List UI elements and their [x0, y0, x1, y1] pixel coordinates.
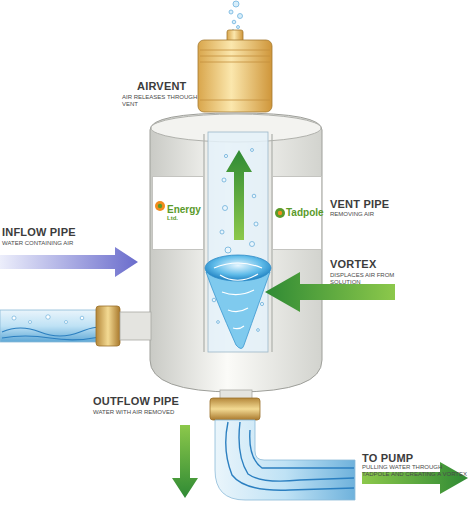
bubble	[233, 1, 239, 7]
bubble	[29, 321, 32, 324]
inflow-bubbles	[12, 315, 84, 324]
callout-heading: INFLOW PIPE	[2, 226, 76, 239]
logo-name: Tadpole	[286, 208, 321, 219]
bubble	[237, 26, 240, 29]
swirl-line	[228, 308, 248, 312]
outflow-water	[226, 422, 354, 490]
bubble	[257, 329, 260, 332]
flow-arrow	[172, 425, 198, 498]
bubble	[220, 230, 224, 234]
inlet-stub	[120, 312, 151, 340]
brass-fitting	[96, 306, 120, 346]
callout-heading: OUTFLOW PIPE	[93, 395, 179, 408]
bubble	[232, 20, 236, 24]
bubble	[251, 149, 254, 152]
inflow-pipe	[0, 310, 100, 342]
logo-mark	[275, 208, 285, 218]
water-line	[2, 336, 100, 340]
vortex-cone	[206, 272, 270, 349]
logo-mark	[278, 211, 282, 215]
bubble	[212, 298, 216, 302]
callout-text: PULLING WATER THROUGH TADPOLE AND CREATI…	[362, 464, 468, 478]
bubble	[260, 302, 263, 305]
callout-text: REMOVING AIR	[330, 211, 420, 218]
bubble	[252, 194, 256, 198]
inflow-water	[2, 327, 100, 339]
cap-ridge	[200, 100, 270, 101]
bubble	[222, 178, 226, 182]
flow-arrow	[0, 247, 138, 277]
brass-fitting	[210, 398, 260, 420]
callout-text: WATER WITH AIR REMOVED	[93, 409, 203, 416]
water-line	[226, 422, 354, 490]
callout-heading: AIRVENT	[137, 80, 186, 93]
bubble	[250, 242, 255, 247]
bubble	[223, 206, 228, 211]
callout-heading: VORTEX	[330, 258, 376, 271]
callout-heading: TO PUMP	[362, 452, 413, 465]
tube-bubbles	[212, 149, 263, 332]
callout-text: WATER CONTAINING AIR	[2, 240, 112, 247]
swirl-line	[220, 274, 258, 280]
logo-mark	[158, 204, 162, 208]
vortex-swirls	[214, 263, 262, 329]
logo-suffix: Ltd.	[167, 215, 203, 221]
swirl-line	[222, 290, 254, 295]
bubble	[46, 315, 50, 319]
bubble	[12, 316, 16, 320]
cap-ridges	[200, 50, 270, 100]
water-line	[239, 422, 354, 481]
cap-ridge	[200, 56, 270, 57]
callout-text: AIR RELEASES THROUGH VENT	[122, 94, 212, 108]
separator-vessel	[150, 113, 322, 392]
water-line	[250, 430, 354, 468]
vortex-surface	[205, 255, 271, 281]
flow-arrow	[226, 150, 252, 240]
bubble	[217, 321, 220, 324]
airvent-cap	[198, 40, 272, 112]
logo-panel: Tadpole	[272, 176, 322, 250]
cap-ridge	[200, 62, 270, 63]
bubble	[254, 222, 258, 226]
swirl-line	[214, 263, 262, 268]
logo-mark	[155, 201, 165, 211]
outflow-pipe	[215, 420, 355, 500]
water-line	[2, 327, 100, 336]
cap-ridge	[200, 50, 270, 51]
bubble	[65, 321, 68, 324]
callout-text: DISPLACES AIR FROM SOLUTION	[330, 272, 408, 286]
flow-arrow	[362, 462, 468, 494]
bubble	[229, 10, 233, 14]
rising-bubbles	[229, 1, 243, 32]
bubble	[224, 154, 227, 157]
logo-name: Energy	[167, 205, 203, 216]
logo-panel: EnergyLtd.	[152, 176, 204, 250]
callout-heading: VENT PIPE	[330, 198, 389, 211]
bubble	[238, 14, 243, 19]
bubble	[225, 247, 231, 253]
bubble	[80, 316, 84, 320]
swirl-line	[233, 326, 244, 329]
